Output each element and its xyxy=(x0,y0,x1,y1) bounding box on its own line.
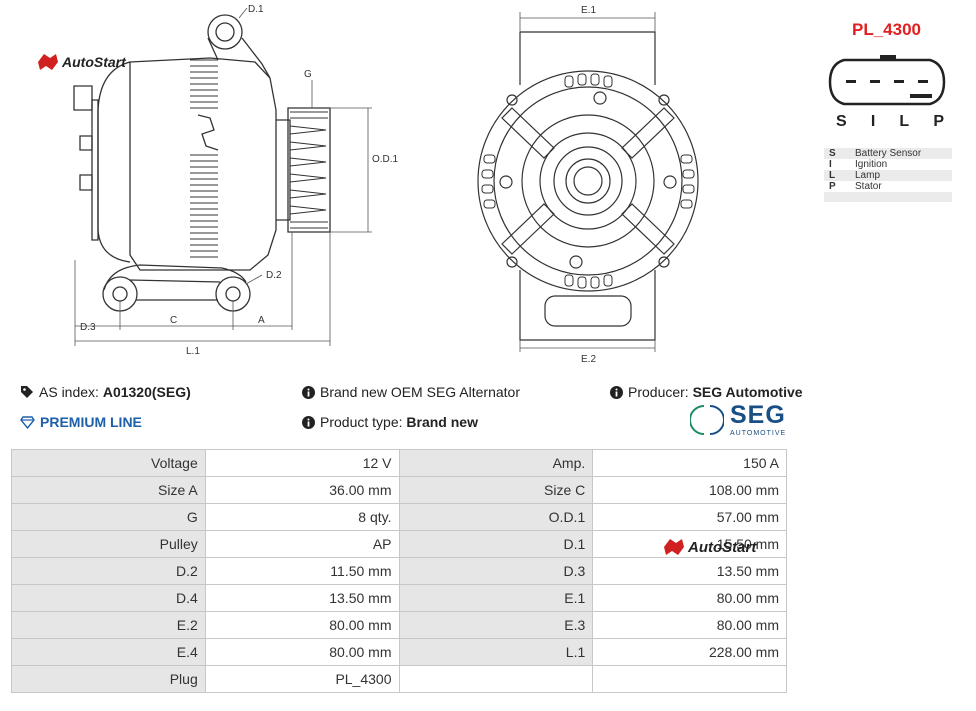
table-row: E.4 80.00 mm L.1 228.00 mm xyxy=(11,638,787,666)
seg-automotive-logo: SEG AUTOMOTIVE xyxy=(690,401,792,439)
seg-logo-name: SEG xyxy=(730,401,786,429)
spec-label: L.1 xyxy=(398,638,594,666)
dim-label-d3: D.3 xyxy=(80,322,96,333)
dim-label-d2: D.2 xyxy=(266,270,282,281)
pin-l: L xyxy=(899,113,910,130)
pin-i: I xyxy=(870,113,876,130)
spec-label: D.2 xyxy=(11,557,206,585)
spec-value: 57.00 mm xyxy=(592,503,787,531)
spec-label: Plug xyxy=(11,665,206,693)
info-icon xyxy=(302,386,315,402)
autostart-logo-mark: AutoStart xyxy=(38,54,127,70)
spec-value: 150 A xyxy=(592,449,787,477)
pin-s: S xyxy=(836,113,847,130)
spec-label: Voltage xyxy=(11,449,206,477)
dim-label-e1: E.1 xyxy=(581,5,596,16)
info-icon xyxy=(302,416,315,432)
info-icon xyxy=(610,386,623,402)
spec-value: 13.50 mm xyxy=(592,557,787,585)
spec-label: Size C xyxy=(398,476,594,504)
spec-value: 36.00 mm xyxy=(204,476,400,504)
table-row: Plug PL_4300 xyxy=(11,665,787,693)
spec-label: Amp. xyxy=(398,449,594,477)
plug-title: PL_4300 xyxy=(852,20,921,39)
dim-label-e2: E.2 xyxy=(581,354,596,365)
dim-label-g: G xyxy=(304,69,312,80)
dim-label-l1: L.1 xyxy=(186,346,200,357)
spec-value: AP xyxy=(204,530,400,558)
spec-value: 15.50 mm xyxy=(592,530,787,558)
alternator-side-view-drawing: D.1 G O.D.1 D.2 D.3 C A L.1 xyxy=(73,4,399,357)
table-row: D.4 13.50 mm E.1 80.00 mm xyxy=(11,584,787,612)
dim-label-a: A xyxy=(258,315,265,326)
spec-value: 8 qty. xyxy=(204,503,400,531)
producer: Producer: SEG Automotive xyxy=(610,384,803,402)
spec-label: G xyxy=(11,503,206,531)
premium-line: PREMIUM LINE xyxy=(20,414,142,432)
spec-value: 80.00 mm xyxy=(204,611,400,639)
as-index-value: A01320(SEG) xyxy=(102,384,191,400)
spec-label: D.4 xyxy=(11,584,206,612)
table-row: E.2 80.00 mm E.3 80.00 mm xyxy=(11,611,787,639)
table-row: Voltage 12 V Amp. 150 A xyxy=(11,449,787,477)
alternator-front-view-drawing: E.1 E.2 xyxy=(477,5,699,365)
spec-value xyxy=(592,665,787,693)
spec-label: D.3 xyxy=(398,557,594,585)
table-row: Size A 36.00 mm Size C 108.00 mm xyxy=(11,476,787,504)
spec-value: 228.00 mm xyxy=(592,638,787,666)
spec-label: O.D.1 xyxy=(398,503,594,531)
spec-label: E.3 xyxy=(398,611,594,639)
spec-value: 13.50 mm xyxy=(204,584,400,612)
spec-label xyxy=(398,665,594,693)
tag-icon xyxy=(20,385,34,402)
product-type: Product type: Brand new xyxy=(302,414,478,432)
spec-value: 80.00 mm xyxy=(592,611,787,639)
spec-label: Pulley xyxy=(11,530,206,558)
spec-label: E.2 xyxy=(11,611,206,639)
specs-table: Voltage 12 V Amp. 150 A Size A 36.00 mm … xyxy=(11,449,787,693)
table-row: G 8 qty. O.D.1 57.00 mm xyxy=(11,503,787,531)
autostart-watermark-logo: AutoStart xyxy=(662,536,774,563)
autostart-logo: AutoStart xyxy=(36,52,148,77)
spec-value: 108.00 mm xyxy=(592,476,787,504)
dim-label-od1: O.D.1 xyxy=(372,154,399,165)
plug-connector-icon xyxy=(828,55,946,106)
table-row: Pulley AP D.1 15.50 mm xyxy=(11,530,787,558)
diamond-icon xyxy=(20,416,35,432)
spec-value: 11.50 mm xyxy=(204,557,400,585)
svg-text:AutoStart: AutoStart xyxy=(61,54,127,70)
spec-label: E.4 xyxy=(11,638,206,666)
as-index-label: AS index: xyxy=(39,384,99,400)
spec-value: 12 V xyxy=(204,449,400,477)
brand-new-info: Brand new OEM SEG Alternator xyxy=(302,384,520,402)
seg-logo-sub: AUTOMOTIVE xyxy=(730,430,787,437)
spec-label: Size A xyxy=(11,476,206,504)
autostart-watermark-mark: AutoStart xyxy=(664,539,757,556)
seg-logo-mark xyxy=(690,405,724,435)
svg-text:AutoStart: AutoStart xyxy=(687,539,757,556)
dim-label-d1: D.1 xyxy=(248,4,264,15)
as-index: AS index: A01320(SEG) xyxy=(20,384,191,402)
plug-pin-labels: S I L P xyxy=(836,113,944,131)
table-row: D.2 11.50 mm D.3 13.50 mm xyxy=(11,557,787,585)
spec-label: E.1 xyxy=(398,584,594,612)
dim-label-c: C xyxy=(170,315,177,326)
spec-label: D.1 xyxy=(398,530,594,558)
spec-value: 80.00 mm xyxy=(592,584,787,612)
pin-p: P xyxy=(933,113,944,130)
spec-value: PL_4300 xyxy=(204,665,400,693)
spec-value: 80.00 mm xyxy=(204,638,400,666)
